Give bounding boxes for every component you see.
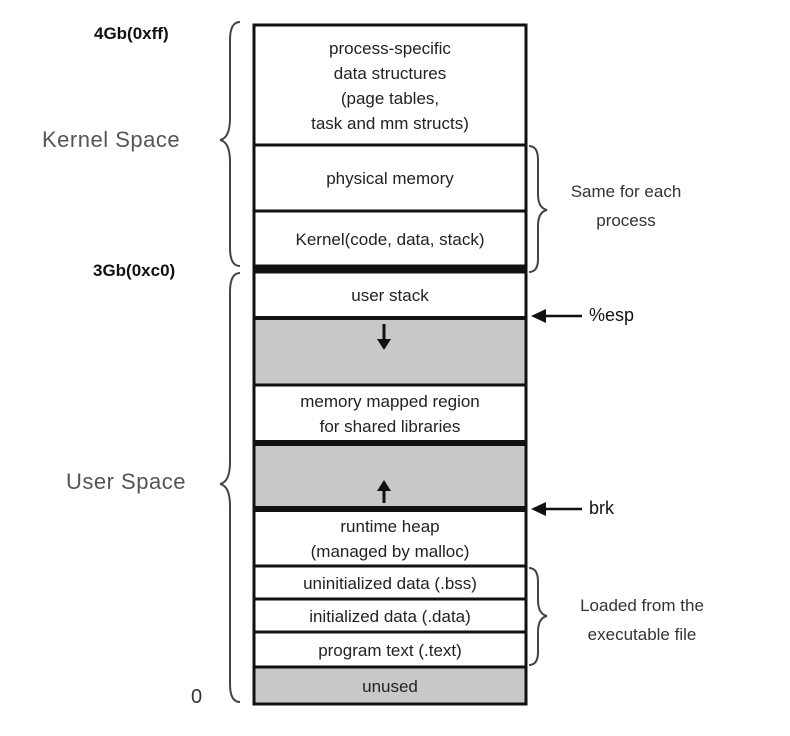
segment-physical-memory: physical memory [255, 147, 525, 210]
loaded-region-brace [528, 567, 548, 666]
address-4gb: 4Gb(0xff) [94, 24, 169, 43]
segment-bss-label: uninitialized data (.bss) [303, 573, 477, 593]
segment-user-stack-label: user stack [351, 285, 429, 305]
brk-pointer-arrow [531, 502, 582, 516]
segment-user-stack: user stack [255, 274, 525, 316]
note-same-for-each-process: Same for each process [570, 182, 682, 230]
heap-growth-gap [254, 446, 526, 510]
stack-growth-gap [254, 318, 526, 385]
stack-grows-down-arrow [377, 324, 391, 350]
segment-unused-label: unused [362, 676, 418, 696]
esp-pointer-arrow [531, 309, 582, 323]
user-space-label: User Space [66, 469, 186, 494]
segment-runtime-heap: runtime heap (managed by malloc) [255, 512, 525, 565]
segment-separators [254, 143, 526, 669]
segment-kernel-code-label: Kernel(code, data, stack) [295, 230, 485, 249]
segment-physical-memory-label: physical memory [326, 169, 454, 188]
heap-grows-up-arrow [377, 480, 391, 503]
user-space-brace [219, 272, 241, 703]
kernel-space-brace [219, 21, 241, 267]
unused-region-fill [254, 668, 526, 704]
segment-data-label: initialized data (.data) [309, 606, 471, 626]
segment-mmap-region: memory mapped region for shared librarie… [255, 387, 525, 441]
note-loaded-from-executable: Loaded from the executable file [580, 596, 704, 644]
segment-bss: uninitialized data (.bss) [255, 567, 525, 599]
segment-data: initialized data (.data) [255, 600, 525, 632]
segment-runtime-heap-label: runtime heap (managed by malloc) [310, 516, 470, 561]
shared-region-brace [528, 145, 548, 273]
segment-text-label: program text (.text) [318, 640, 462, 660]
esp-pointer-label: %esp [589, 305, 635, 325]
segment-unused: unused [255, 669, 525, 703]
address-3gb: 3Gb(0xc0) [93, 261, 176, 280]
segment-kernel-code: Kernel(code, data, stack) [255, 213, 525, 266]
segment-mmap-region-label: memory mapped region for shared librarie… [300, 392, 480, 436]
kernel-space-label: Kernel Space [42, 127, 181, 152]
segment-text: program text (.text) [255, 633, 525, 667]
segment-process-specific-label: process-specific data structures (page t… [311, 39, 469, 133]
brk-pointer-label: brk [589, 498, 615, 518]
address-zero: 0 [191, 686, 203, 708]
memory-column-border [252, 23, 528, 706]
segment-process-specific: process-specific data structures (page t… [255, 28, 525, 144]
